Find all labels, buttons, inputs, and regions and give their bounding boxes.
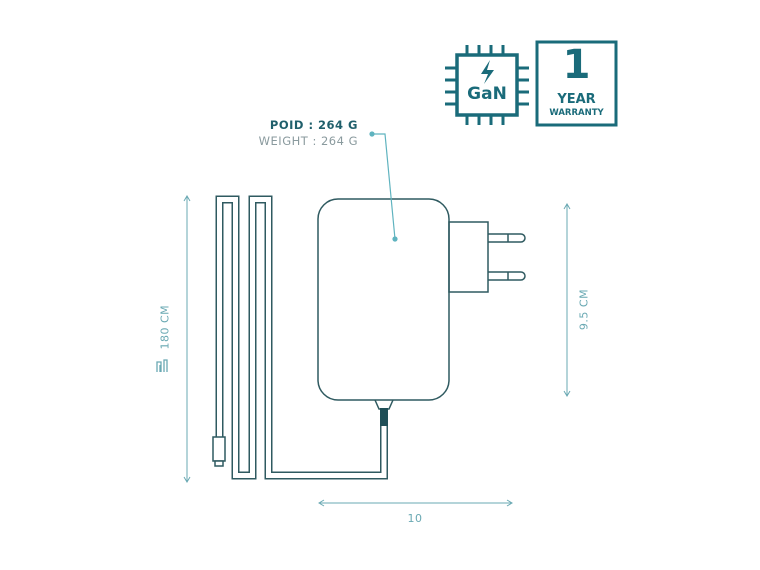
strain-relief (374, 399, 394, 410)
warranty-badge-frame (535, 40, 618, 127)
gan-badge-label: GaN (467, 84, 507, 104)
weight-label-primary: POID : 264 G (269, 118, 358, 132)
cable-icon (156, 359, 168, 372)
usb-c-connector (212, 436, 226, 467)
cable (215, 195, 388, 480)
warranty-word: WARRANTY (549, 108, 604, 118)
plug-prong-bottom (488, 271, 526, 281)
dimension-lines (156, 195, 571, 507)
cable-length-label: 180 CM (158, 304, 172, 350)
gan-chip-icon (445, 45, 529, 125)
weight-leader-line (369, 131, 398, 242)
width-label: 10 (407, 512, 423, 525)
adapter-outline (317, 198, 526, 410)
plug-base (448, 221, 489, 293)
plug-prong-top (488, 233, 526, 243)
warranty-number: 1 (562, 42, 591, 88)
adapter-body (317, 198, 450, 401)
height-label: 9.5 CM (577, 288, 591, 331)
warranty-year: YEAR (557, 92, 596, 107)
weight-label-secondary: WEIGHT : 264 G (258, 134, 358, 148)
lightning-icon (481, 60, 494, 84)
cable-collar (380, 408, 388, 426)
